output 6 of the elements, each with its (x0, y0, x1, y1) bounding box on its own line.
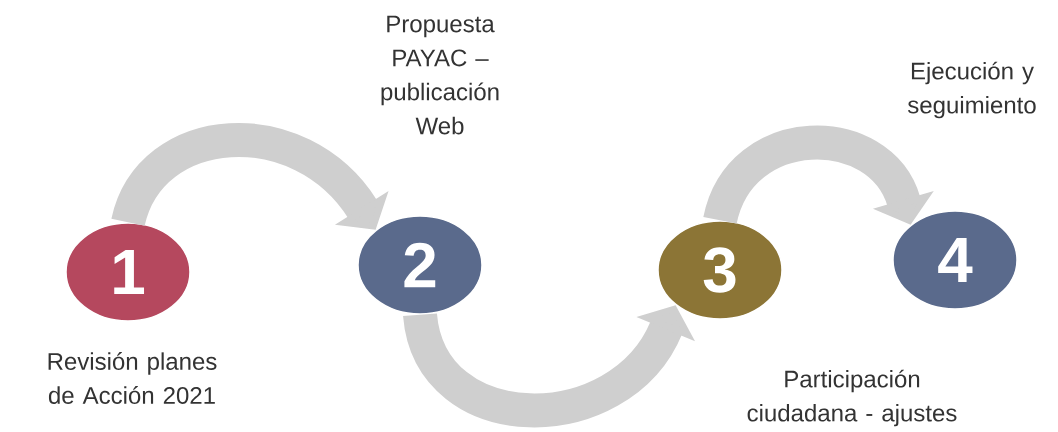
step-label: Participación ciudadana - ajustes (747, 369, 957, 427)
curved-arrow (703, 125, 934, 226)
step-label: Propuesta PAYAC – publicación Web (381, 15, 499, 135)
step-label: Ejecución y seguimiento (908, 61, 1036, 119)
curved-arrow (111, 123, 389, 230)
step-label: Revisión planes de Acción 2021 (48, 352, 217, 404)
